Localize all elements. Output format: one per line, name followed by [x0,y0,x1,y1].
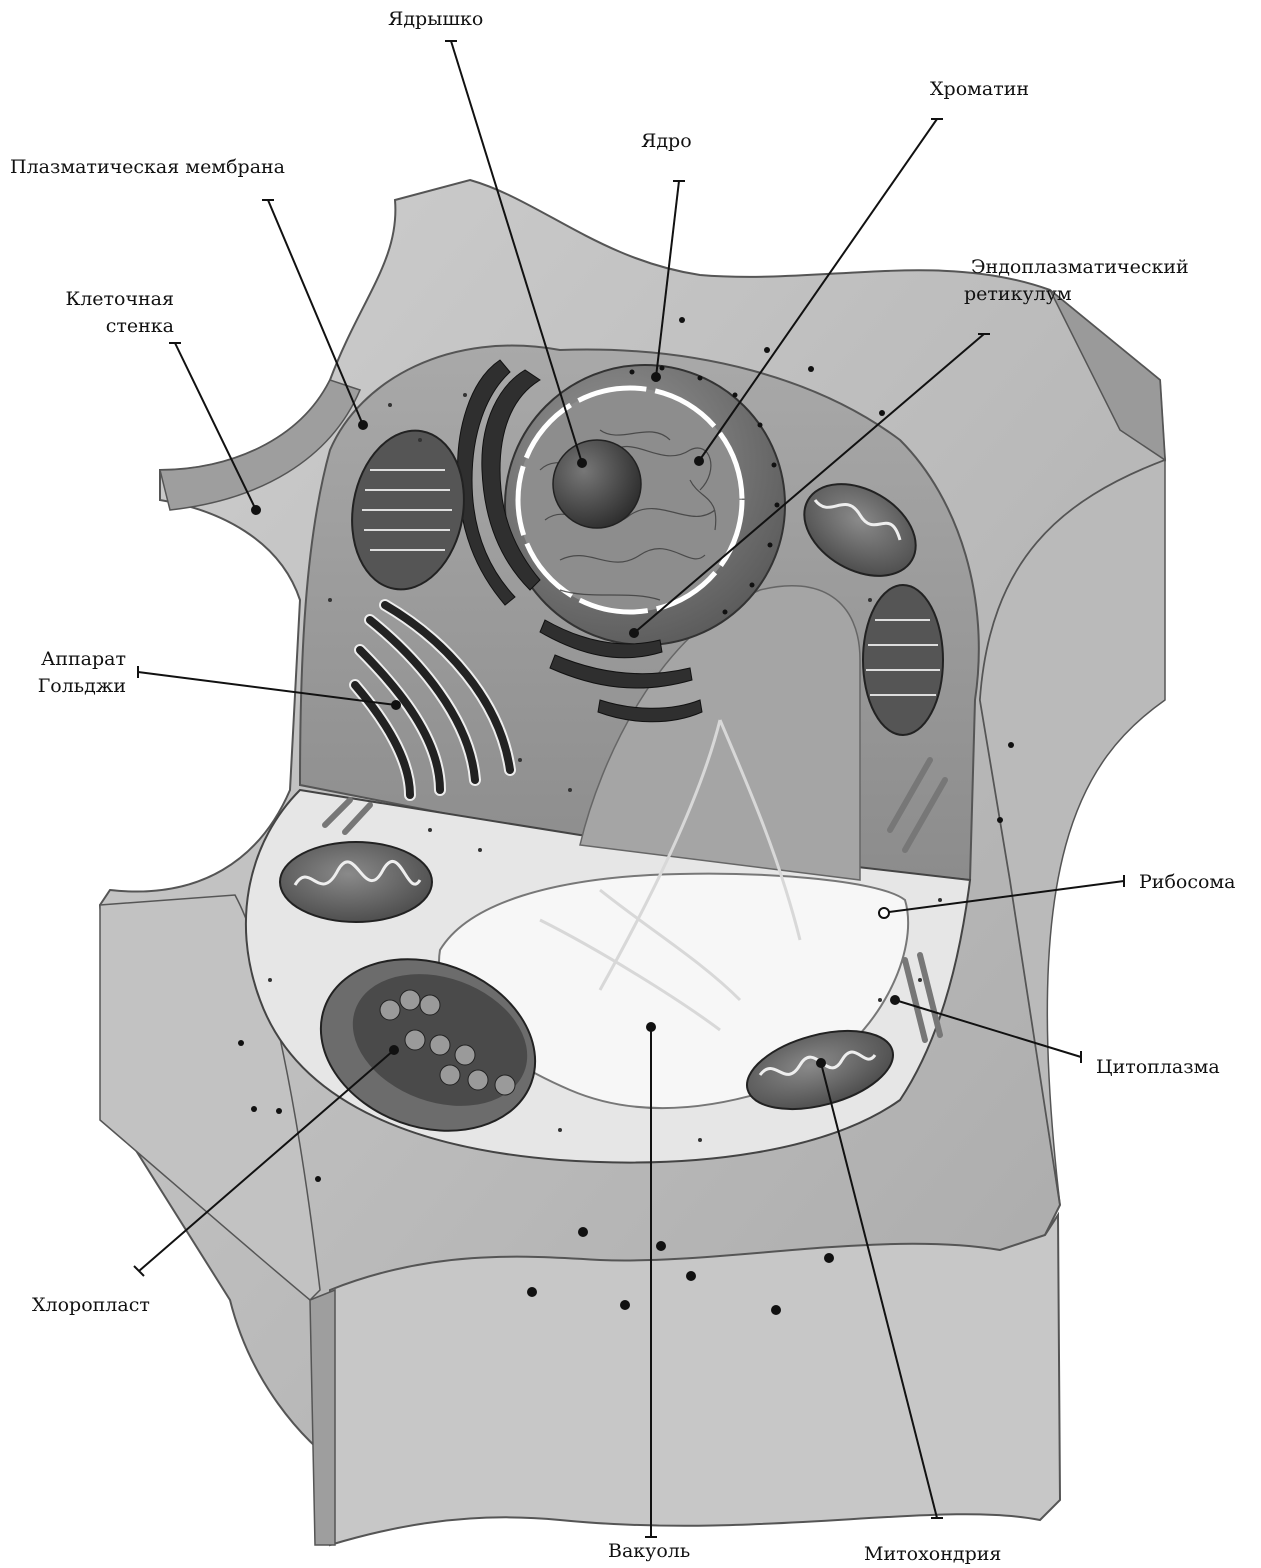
label-ribosome: Рибосома [1139,869,1236,895]
label-er-line2: ретикулум [964,281,1072,307]
label-nucleolus: Ядрышко [388,6,483,32]
label-golgi-line1: Аппарат [20,646,126,672]
nucleolus [553,440,641,528]
label-er-line1: Эндоплазматический [971,254,1189,280]
label-nucleus: Ядро [641,128,692,154]
label-chloroplast: Хлоропласт [32,1292,150,1318]
label-cytoplasm: Цитоплазма [1096,1054,1220,1080]
label-cell-wall-line1: Клеточная [48,286,174,312]
chloroplast-right [863,585,943,735]
label-golgi-line2: Гольджи [20,673,126,699]
label-cell-wall-line2: стенка [48,313,174,339]
label-vacuole: Вакуоль [608,1538,690,1564]
label-chromatin: Хроматин [930,76,1029,102]
mitochondrion-left [280,842,432,922]
label-plasma-membrane: Плазматическая мембрана [10,154,285,180]
nucleus [505,365,785,645]
label-mitochondrion: Митохондрия [864,1541,1001,1567]
